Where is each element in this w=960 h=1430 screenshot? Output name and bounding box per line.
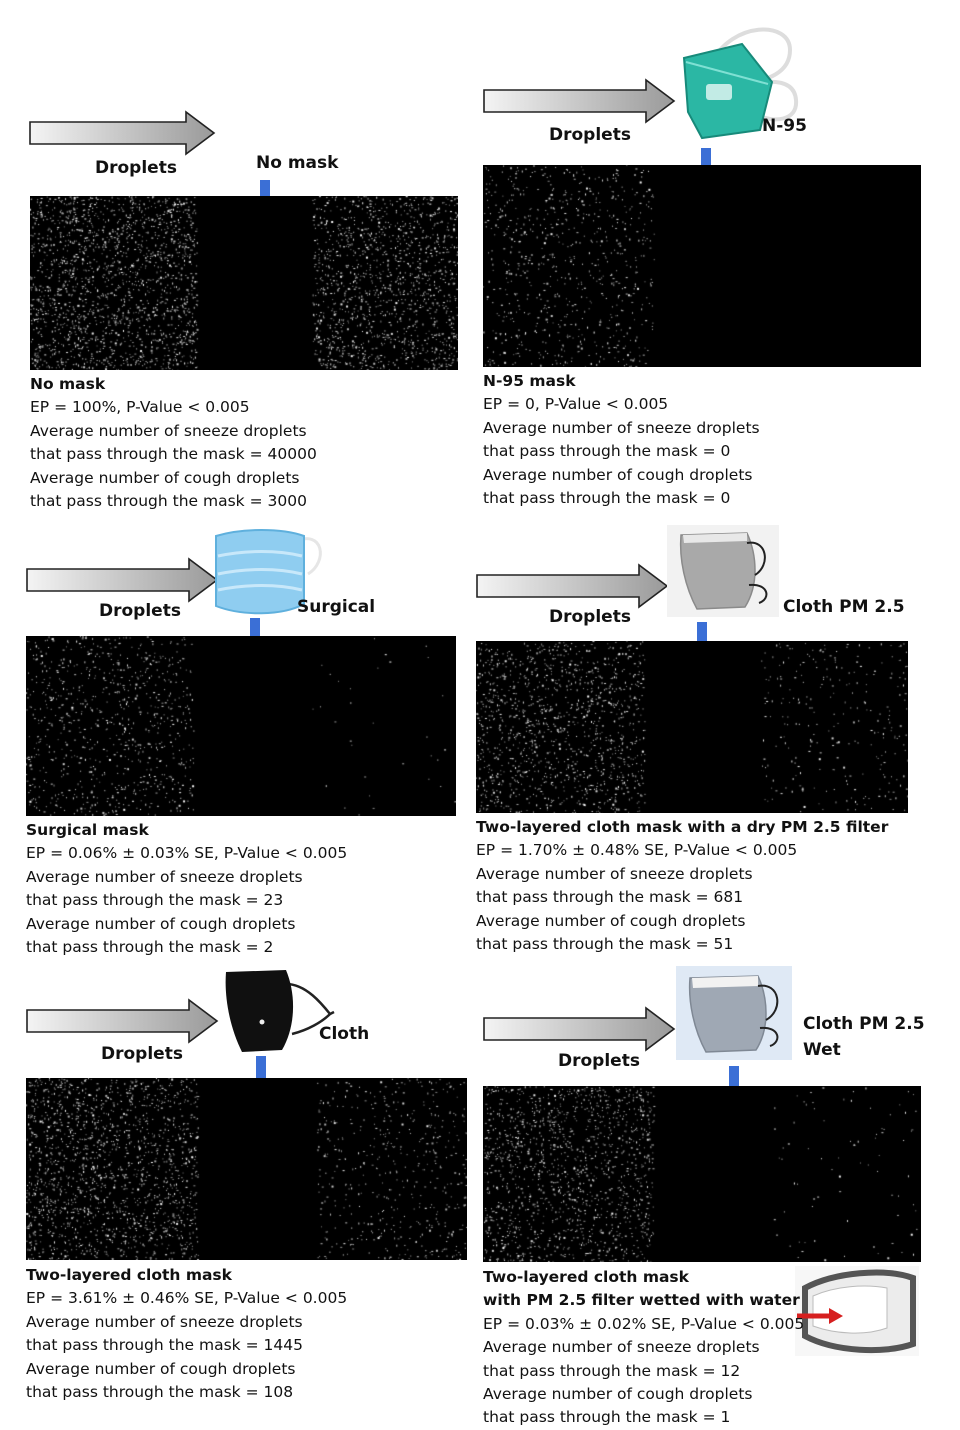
caption-line: that pass through the mask = 108 xyxy=(26,1383,294,1402)
caption-line: EP = 0.03% ± 0.02% SE, P-Value < 0.005 xyxy=(483,1314,805,1333)
n95-mask-icon xyxy=(682,27,799,140)
mask-label: Cloth xyxy=(319,1024,370,1044)
caption-line: Average number of sneeze droplets xyxy=(26,867,303,886)
caption-line: Average number of cough droplets xyxy=(26,1359,296,1378)
wet-filter-insert-icon xyxy=(795,1266,919,1356)
mask-label: Cloth PM 2.5 xyxy=(803,1014,925,1034)
droplets-label: Droplets xyxy=(95,158,177,178)
mask-label: Surgical xyxy=(297,597,376,617)
caption-title: N-95 mask xyxy=(483,372,576,390)
caption-line: EP = 0, P-Value < 0.005 xyxy=(483,395,669,414)
cloth-pm25-mask-icon xyxy=(667,525,779,617)
caption-line: that pass through the mask = 3000 xyxy=(30,492,307,511)
surgical-mask-icon xyxy=(215,529,322,615)
mask-label: N-95 xyxy=(762,116,807,136)
caption-line: Average number of sneeze droplets xyxy=(483,1338,760,1357)
droplet-arrow-icon xyxy=(476,563,669,609)
droplets-label: Droplets xyxy=(549,125,631,145)
caption-line: EP = 0.06% ± 0.03% SE, P-Value < 0.005 xyxy=(26,844,348,863)
droplet-image xyxy=(476,641,908,813)
caption-line: that pass through the mask = 1445 xyxy=(26,1336,303,1355)
droplet-image xyxy=(30,196,458,370)
droplet-arrow-icon xyxy=(26,998,219,1044)
caption-line: Average number of cough droplets xyxy=(476,911,746,930)
caption-title-line2: with PM 2.5 filter wetted with water xyxy=(483,1291,800,1310)
caption-line: EP = 1.70% ± 0.48% SE, P-Value < 0.005 xyxy=(476,841,798,860)
caption: N-95 mask EP = 0, P-Value < 0.005 Averag… xyxy=(483,370,760,510)
caption-line: that pass through the mask = 2 xyxy=(26,938,274,957)
mask-label: Cloth PM 2.5 xyxy=(783,597,905,617)
caption-line: Average number of cough droplets xyxy=(483,1385,753,1404)
caption-line: Average number of sneeze droplets xyxy=(26,1312,303,1331)
caption-line: that pass through the mask = 1 xyxy=(483,1408,731,1427)
droplet-arrow-icon xyxy=(483,1006,676,1052)
caption: Two-layered cloth mask EP = 3.61% ± 0.46… xyxy=(26,1264,347,1404)
droplets-label: Droplets xyxy=(558,1051,640,1071)
caption-title: Two-layered cloth mask with a dry PM 2.5… xyxy=(476,818,889,836)
caption-title: Two-layered cloth mask xyxy=(26,1266,232,1284)
droplet-arrow-icon xyxy=(26,557,219,603)
caption-line: EP = 3.61% ± 0.46% SE, P-Value < 0.005 xyxy=(26,1289,348,1308)
caption-line: EP = 100%, P-Value < 0.005 xyxy=(30,398,250,417)
caption: No mask EP = 100%, P-Value < 0.005 Avera… xyxy=(30,373,317,513)
caption-line: that pass through the mask = 0 xyxy=(483,442,731,461)
caption-line: Average number of sneeze droplets xyxy=(483,418,760,437)
droplet-arrow-icon xyxy=(483,78,676,124)
droplets-label: Droplets xyxy=(101,1044,183,1064)
caption-line: that pass through the mask = 51 xyxy=(476,935,734,954)
caption-title: Surgical mask xyxy=(26,821,149,839)
droplet-arrow-icon xyxy=(29,110,216,156)
caption-line: Average number of cough droplets xyxy=(483,465,753,484)
caption-line: that pass through the mask = 40000 xyxy=(30,445,317,464)
mask-label: No mask xyxy=(256,153,339,173)
caption-line: Average number of cough droplets xyxy=(26,914,296,933)
droplets-label: Droplets xyxy=(549,607,631,627)
caption-line: that pass through the mask = 23 xyxy=(26,891,284,910)
cloth-mask-icon xyxy=(225,970,335,1052)
caption: Two-layered cloth mask with PM 2.5 filte… xyxy=(483,1266,804,1430)
droplet-image xyxy=(483,165,921,367)
caption-line: Average number of sneeze droplets xyxy=(30,421,307,440)
droplet-image xyxy=(26,636,456,816)
caption-title: Two-layered cloth mask xyxy=(483,1268,689,1286)
caption-line: that pass through the mask = 0 xyxy=(483,489,731,508)
caption-line: that pass through the mask = 681 xyxy=(476,888,744,907)
mask-label-wet: Wet xyxy=(803,1040,841,1060)
cloth-pm25-wet-mask-icon xyxy=(676,966,792,1060)
droplets-label: Droplets xyxy=(99,601,181,621)
droplet-image xyxy=(26,1078,467,1260)
caption: Two-layered cloth mask with a dry PM 2.5… xyxy=(476,816,888,956)
caption-line: Average number of cough droplets xyxy=(30,468,300,487)
droplet-image xyxy=(483,1086,921,1262)
caption-line: that pass through the mask = 12 xyxy=(483,1361,741,1380)
caption-line: Average number of sneeze droplets xyxy=(476,864,753,883)
caption: Surgical mask EP = 0.06% ± 0.03% SE, P-V… xyxy=(26,819,347,959)
caption-title: No mask xyxy=(30,375,106,393)
